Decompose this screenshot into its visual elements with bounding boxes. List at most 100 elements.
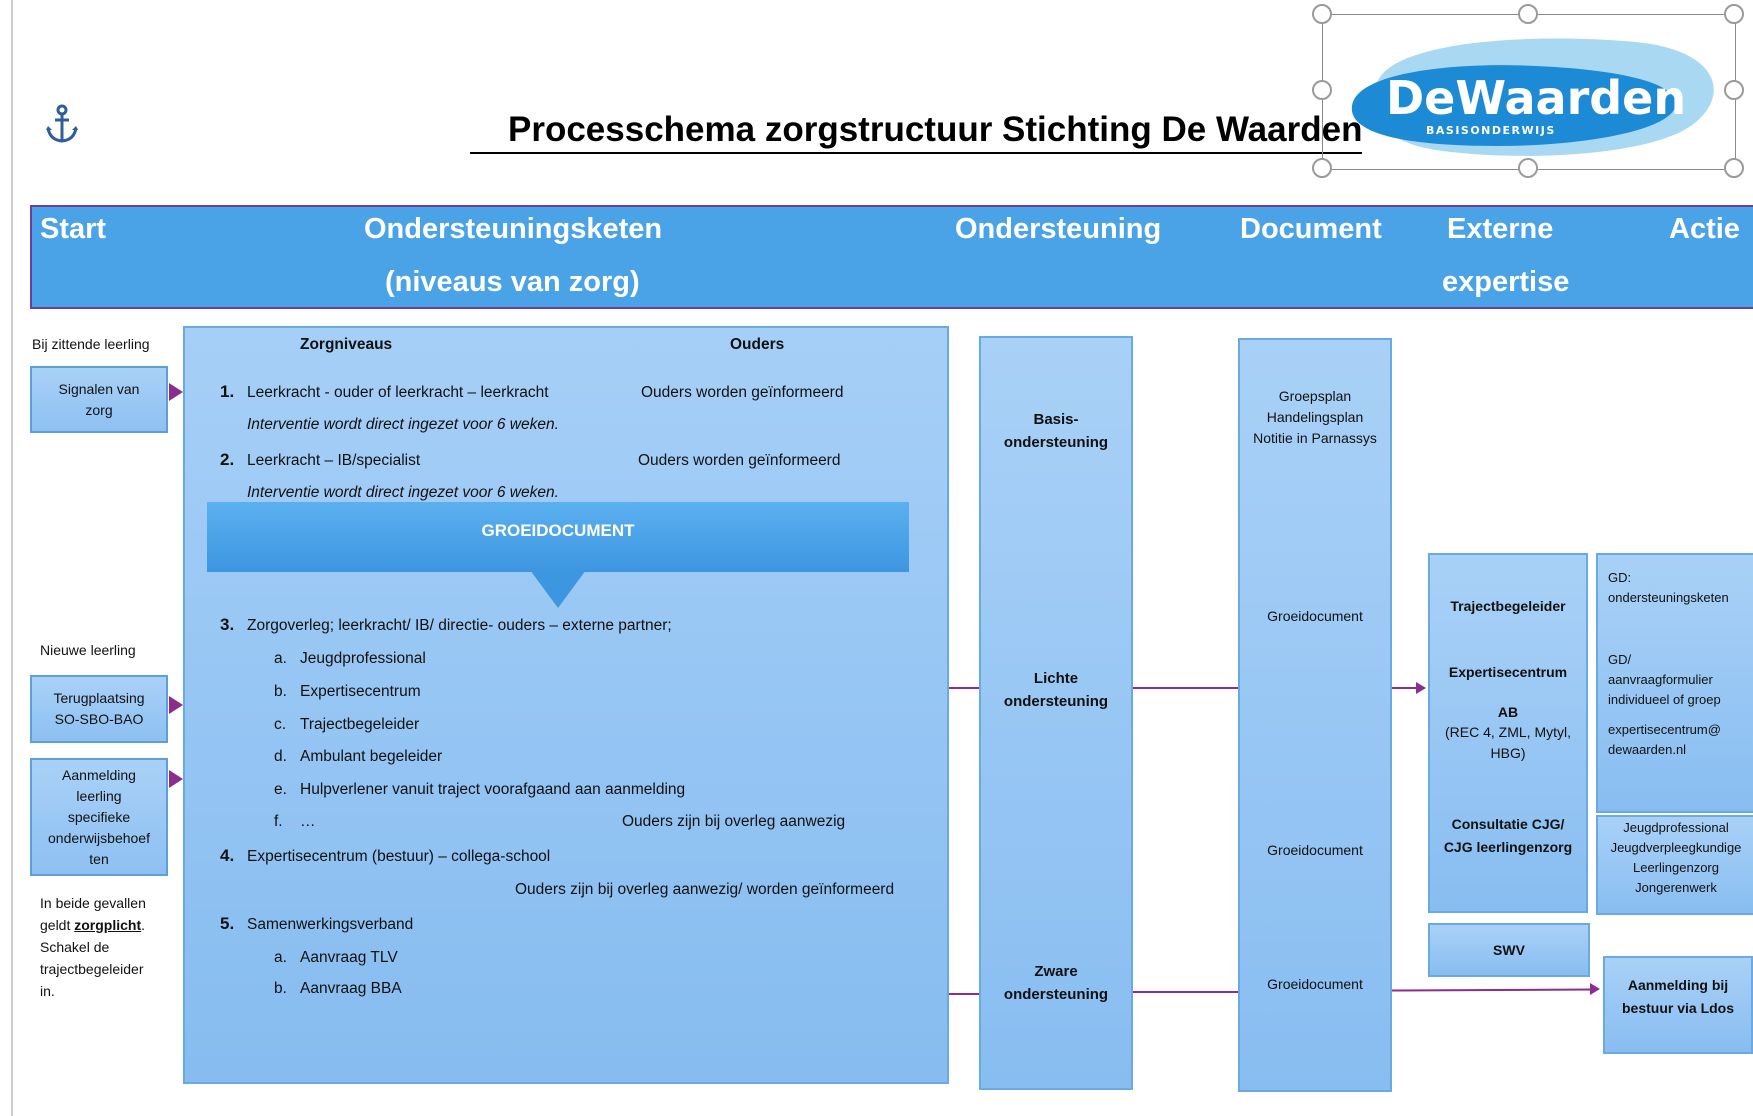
- jeugd-line1: Jeugdprofessional: [1623, 820, 1729, 835]
- header-start: Start: [40, 213, 107, 245]
- box-actie-jeugd: [1596, 815, 1753, 915]
- resize-handle-bl[interactable]: [1312, 158, 1332, 178]
- item5-number: 5.: [220, 914, 235, 933]
- sub5-a-letter: a.: [274, 949, 287, 966]
- arrow-down-icon: [530, 570, 586, 608]
- sub5-a-text: Aanvraag TLV: [300, 949, 398, 966]
- item4-number: 4.: [220, 846, 235, 865]
- aanmelding-line3: specifieke: [67, 808, 131, 825]
- anchor-icon: [46, 104, 78, 143]
- gd1-line1: GD:: [1608, 570, 1632, 585]
- ab-detail-line2: HBG): [1490, 745, 1526, 761]
- box-signalen-van-zorg[interactable]: Signalen van zorg: [30, 366, 168, 433]
- logo-wordmark: DeWaarden: [1386, 71, 1686, 125]
- ext-expertisecentrum: Expertisecentrum: [1448, 664, 1568, 680]
- box-terugplaatsing[interactable]: Terugplaatsing SO-SBO-BAO: [30, 675, 168, 743]
- lichte-line1: Lichte: [1033, 670, 1079, 687]
- resize-handle-ml[interactable]: [1312, 80, 1332, 100]
- item1-text: Leerkracht - ouder of leerkracht – leerk…: [247, 384, 549, 401]
- box-aanmelding-bestuur: [1603, 956, 1753, 1054]
- connector-line: [949, 993, 979, 995]
- aanmelding-bestuur-line1: Aanmelding bij: [1627, 977, 1729, 993]
- label-bij-zittende-leerling: Bij zittende leerling: [32, 336, 150, 352]
- column-ondersteuning: [979, 336, 1133, 1090]
- sub5-b-text: Aanvraag BBA: [300, 980, 402, 997]
- ext-ab: AB: [1497, 704, 1519, 720]
- item2-interventie: Interventie wordt direct ingezet voor 6 …: [247, 484, 559, 501]
- dewaarden-logo[interactable]: DeWaarden BASISONDERWIJS: [1336, 22, 1728, 162]
- sub3-d-text: Ambulant begeleider: [300, 748, 443, 765]
- item3-ouders: Ouders zijn bij overleg aanwezig: [622, 813, 846, 830]
- aanmelding-bestuur-line2: bestuur via Ldos: [1621, 1000, 1735, 1016]
- item4-ouders: Ouders zijn bij overleg aanwezig/ worden…: [515, 881, 895, 898]
- resize-handle-tr[interactable]: [1724, 4, 1744, 24]
- zware-line1: Zware: [1034, 963, 1078, 980]
- basis-line2: ondersteuning: [1003, 434, 1109, 451]
- actie-gd1: GD: ondersteuningsketen: [1608, 568, 1729, 608]
- item5-text: Samenwerkingsverband: [247, 916, 414, 933]
- resize-handle-tl[interactable]: [1312, 4, 1332, 24]
- ab-detail-line1: (REC 4, ZML, Mytyl,: [1444, 724, 1571, 740]
- arrow-right-icon: [1590, 983, 1600, 995]
- sub3-b-text: Expertisecentrum: [300, 683, 421, 700]
- note-line5: in.: [40, 983, 55, 999]
- ext-swv: SWV: [1493, 942, 1525, 958]
- sub3-b-letter: b.: [274, 683, 287, 700]
- aanmelding-line4: onderwijsbehoef: [48, 829, 150, 846]
- item3-number: 3.: [220, 615, 235, 634]
- groeidocument-label: GROEIDOCUMENT: [481, 521, 635, 540]
- col-zorgniveaus: Zorgniveaus: [300, 336, 393, 353]
- note-line2a: geldt: [40, 917, 71, 933]
- connector-line: [949, 687, 979, 689]
- level-basis: Basis- ondersteuning: [979, 408, 1133, 454]
- signalen-line1: Signalen van: [58, 380, 140, 397]
- header-document: Document: [1240, 213, 1382, 245]
- note-zorgplicht-word: zorgplicht: [74, 917, 142, 933]
- basis-line1: Basis-: [1033, 411, 1079, 428]
- doc-handelingsplan: Handelingsplan: [1266, 409, 1364, 425]
- email-line2: dewaarden.nl: [1608, 742, 1687, 757]
- sub3-a-text: Jeugdprofessional: [300, 650, 426, 667]
- actie-email[interactable]: expertisecentrum@ dewaarden.nl: [1608, 720, 1721, 760]
- resize-handle-bm[interactable]: [1518, 158, 1538, 178]
- jeugd-line2: Jeugdverpleegkundige: [1610, 840, 1742, 855]
- gd2-line3: individueel of groep: [1608, 692, 1721, 707]
- header-niveaus-van-zorg: (niveaus van zorg): [385, 266, 640, 298]
- jeugd-line4: Jongerenwerk: [1635, 880, 1717, 895]
- cjg-line2: CJG leerlingenzorg: [1443, 839, 1573, 855]
- aanmelding-line1: Aanmelding: [62, 766, 136, 783]
- note-line3: Schakel de: [40, 939, 110, 955]
- sub3-e-letter: e.: [274, 781, 287, 798]
- resize-handle-br[interactable]: [1724, 158, 1744, 178]
- connector-line: [1133, 991, 1238, 993]
- box-actie-gd: [1596, 553, 1753, 813]
- note-line1: In beide gevallen: [40, 895, 146, 911]
- gd1-line2: ondersteuningsketen: [1608, 590, 1729, 605]
- arrow-right-icon: [169, 383, 183, 401]
- aanmelding-line2: leerling: [76, 787, 122, 804]
- ext-ab-detail: (REC 4, ZML, Mytyl, HBG): [1428, 722, 1588, 764]
- level-zware: Zware ondersteuning: [979, 960, 1133, 1006]
- note-dot: .: [141, 917, 146, 933]
- page-title: Processchema zorgstructuur Stichting De …: [470, 108, 1363, 154]
- box-aanmelding-leerling[interactable]: Aanmelding leerling specifieke onderwijs…: [30, 758, 168, 876]
- connector-line: [1392, 687, 1422, 689]
- sub5-b-letter: b.: [274, 980, 287, 997]
- item1-number: 1.: [220, 382, 235, 401]
- arrow-right-icon: [1416, 682, 1426, 694]
- header-ondersteuning: Ondersteuning: [955, 213, 1162, 245]
- connector-line: [1391, 988, 1595, 992]
- sub3-a-letter: a.: [274, 650, 287, 667]
- sub3-f-text: …: [300, 813, 316, 830]
- terug-line2: SO-SBO-BAO: [54, 711, 144, 727]
- zware-line2: ondersteuning: [1003, 986, 1109, 1003]
- aanmelding-line5: ten: [89, 850, 109, 867]
- doc-notitie: Notitie in Parnassys: [1253, 430, 1377, 446]
- actie-aanmelding: Aanmelding bij bestuur via Ldos: [1603, 974, 1753, 1020]
- resize-handle-mr[interactable]: [1724, 80, 1744, 100]
- arrow-right-icon: [169, 696, 183, 714]
- doc-groeidocument-2: Groeidocument: [1267, 842, 1363, 858]
- cjg-line1: Consultatie CJG/: [1451, 816, 1565, 832]
- resize-handle-tm[interactable]: [1518, 4, 1538, 24]
- sub3-c-text: Trajectbegeleider: [300, 716, 420, 733]
